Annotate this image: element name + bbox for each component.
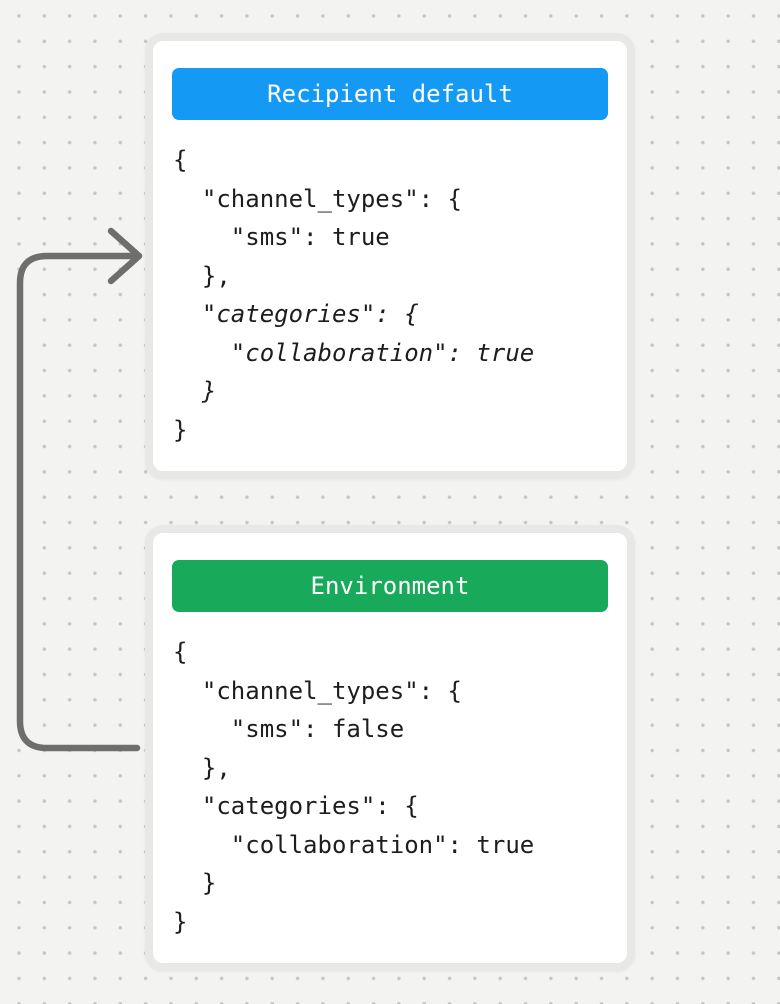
json-code-recipient-default: { "channel_types": { "sms": true }, "cat… bbox=[173, 141, 627, 449]
card-header-environment: Environment bbox=[172, 560, 608, 612]
code-line: "categories": { bbox=[173, 792, 419, 820]
code-line: "categories": { bbox=[173, 300, 419, 328]
code-line: "sms": false bbox=[173, 715, 405, 743]
code-line: } bbox=[173, 869, 217, 897]
code-line: "collaboration": true bbox=[173, 338, 535, 367]
code-line: "collaboration": true bbox=[173, 830, 535, 859]
code-line: "channel_types": { bbox=[173, 676, 462, 705]
code-line: } bbox=[173, 415, 188, 444]
code-line: { bbox=[173, 638, 188, 666]
json-code-environment: { "channel_types": { "sms": false }, "ca… bbox=[173, 633, 627, 941]
code-line: } bbox=[173, 377, 217, 405]
card-recipient-default: Recipient default { "channel_types": { "… bbox=[145, 33, 635, 479]
code-line: }, bbox=[173, 261, 231, 290]
code-line: { bbox=[173, 146, 188, 174]
code-line: "sms": true bbox=[173, 223, 390, 251]
code-line: } bbox=[173, 907, 188, 936]
loop-arrow-head-icon bbox=[107, 227, 143, 285]
card-environment: Environment { "channel_types": { "sms": … bbox=[145, 525, 635, 971]
code-line: }, bbox=[173, 753, 231, 782]
loop-arrow-line bbox=[16, 252, 141, 752]
code-line: "channel_types": { bbox=[173, 184, 462, 213]
card-header-recipient-default: Recipient default bbox=[172, 68, 608, 120]
